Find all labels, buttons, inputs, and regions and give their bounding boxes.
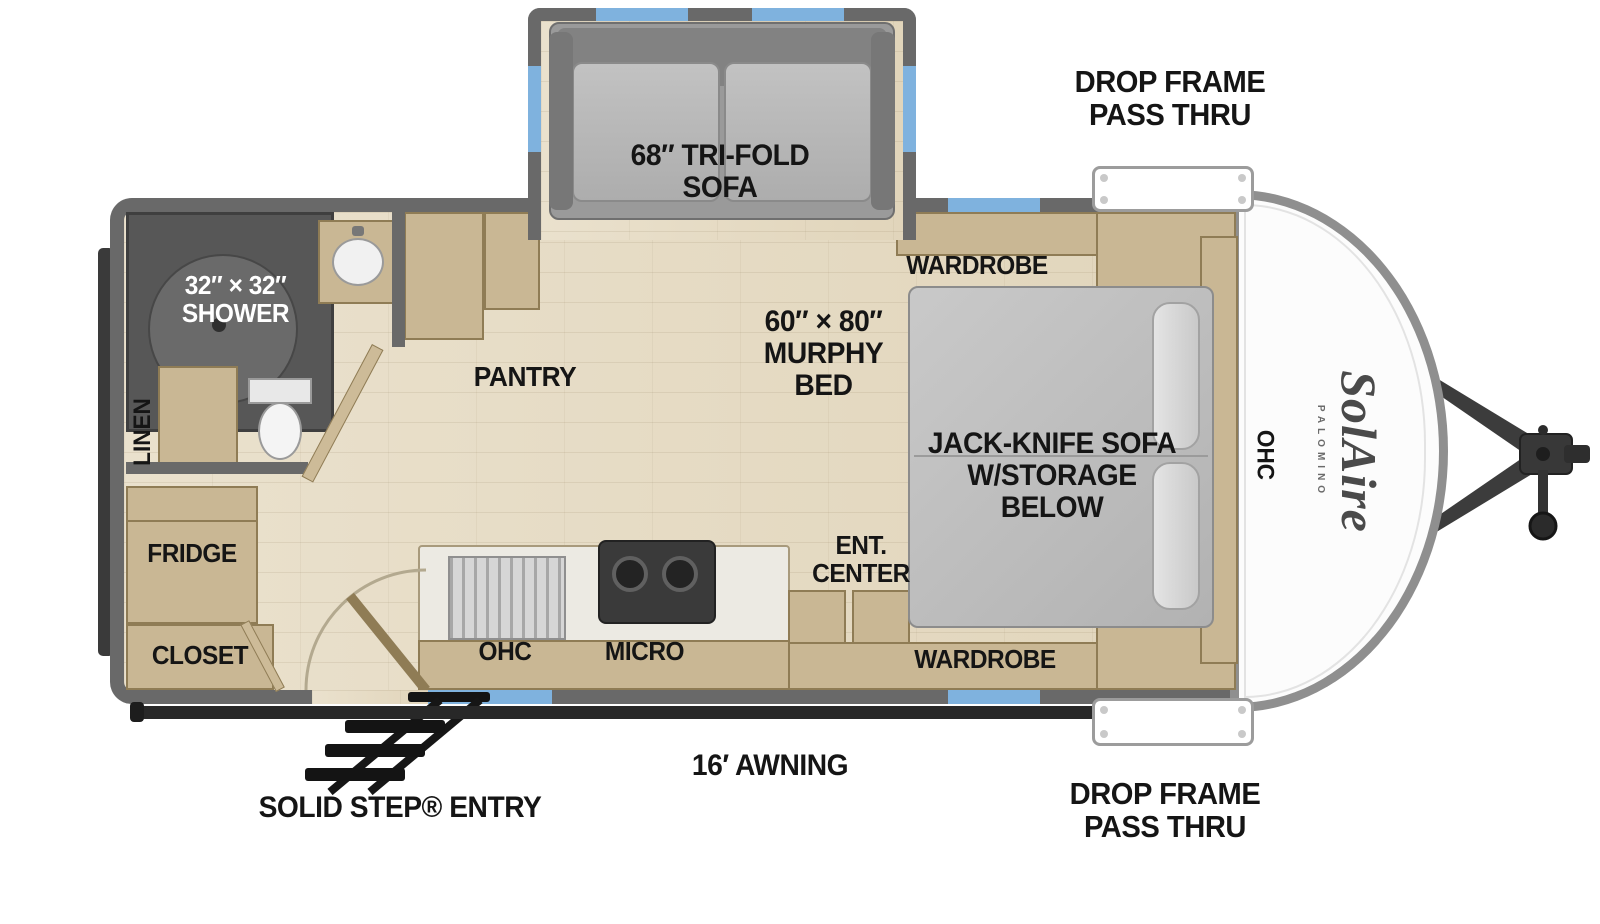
label-wardrobe-top: WARDROBE xyxy=(906,250,1048,280)
pillow-bottom xyxy=(1152,462,1200,610)
wardrobe-top-box xyxy=(896,212,1098,256)
label-ohc-front: OHC xyxy=(1252,429,1279,481)
label-shower: 32″ × 32″ SHOWER xyxy=(181,270,290,328)
kitchen-base-cabinets xyxy=(418,640,790,690)
fridge-door-split xyxy=(128,520,256,522)
label-awning: 16′ AWNING xyxy=(691,749,849,782)
murphy-bed-seam xyxy=(914,455,1208,457)
awning-cap-left xyxy=(130,702,144,722)
ottoman-left xyxy=(788,590,846,650)
toilet-tank xyxy=(248,378,312,404)
bath-wall-bottom xyxy=(126,462,308,474)
window-slideout-right xyxy=(903,66,916,152)
window-slideout-top-left xyxy=(596,8,688,21)
bath-sink-icon xyxy=(332,238,384,286)
screw-icon xyxy=(1238,174,1246,182)
burner-icon-right xyxy=(662,556,698,592)
label-drop-frame-bottom: DROP FRAME PASS THRU xyxy=(1069,776,1261,844)
screw-icon xyxy=(1238,196,1246,204)
label-ent-center: ENT. CENTER xyxy=(812,530,910,588)
brand-logo: SolAire PALOMINO xyxy=(1286,318,1416,584)
burner-icon-left xyxy=(612,556,648,592)
label-ohc-kitchen: OHC xyxy=(478,636,532,666)
label-micro: MICRO xyxy=(604,636,685,666)
label-murphy-bed: 60″ × 80″ MURPHY BED xyxy=(763,305,884,402)
entry-door-opening xyxy=(312,690,430,704)
window-slideout-top-right xyxy=(752,8,844,21)
brand-name: SolAire xyxy=(1330,369,1387,533)
pantry-cabinet-a xyxy=(404,212,484,340)
trifold-sofa-arm-left xyxy=(549,32,573,210)
pillow-top xyxy=(1152,302,1200,450)
shower-drain-icon xyxy=(212,318,226,332)
trifold-sofa-arm-right xyxy=(871,32,895,210)
trifold-sofa-cushion-right xyxy=(724,62,872,202)
toilet-bowl-icon xyxy=(258,402,302,460)
label-trifold-sofa: 68″ TRI-FOLD SOFA xyxy=(630,139,810,204)
label-closet: CLOSET xyxy=(151,640,249,670)
label-fridge: FRIDGE xyxy=(147,538,237,568)
ottoman-right xyxy=(852,590,910,650)
pass-thru-door-bottom xyxy=(1092,698,1254,746)
label-solid-step-entry: SOLID STEP® ENTRY xyxy=(258,791,542,824)
brand-subtitle: PALOMINO xyxy=(1314,404,1326,498)
screw-icon xyxy=(1100,196,1108,204)
kitchen-sink xyxy=(448,556,566,640)
label-drop-frame-top: DROP FRAME PASS THRU xyxy=(1074,64,1266,132)
window-bottom-right-wall xyxy=(948,690,1040,704)
linen-cabinet xyxy=(158,366,238,464)
awning-bar xyxy=(138,706,1110,719)
fridge-box xyxy=(126,486,258,624)
screw-icon xyxy=(1238,730,1246,738)
screw-icon xyxy=(1100,730,1108,738)
pass-thru-door-top xyxy=(1092,166,1254,212)
screw-icon xyxy=(1238,706,1246,714)
label-jackknife-sofa: JACK-KNIFE SOFA W/STORAGE BELOW xyxy=(927,427,1177,524)
trifold-sofa-cushion-left xyxy=(572,62,720,202)
bath-wall-right xyxy=(392,212,405,347)
screw-icon xyxy=(1100,706,1108,714)
window-top-right-wall xyxy=(948,198,1040,212)
entry-door-swing xyxy=(304,568,430,694)
label-wardrobe-bottom: WARDROBE xyxy=(914,644,1056,674)
screw-icon xyxy=(1100,174,1108,182)
window-slideout-left xyxy=(528,66,541,152)
bath-faucet-icon xyxy=(352,226,364,236)
label-linen: LINEN xyxy=(129,398,156,466)
label-pantry: PANTRY xyxy=(473,361,577,392)
